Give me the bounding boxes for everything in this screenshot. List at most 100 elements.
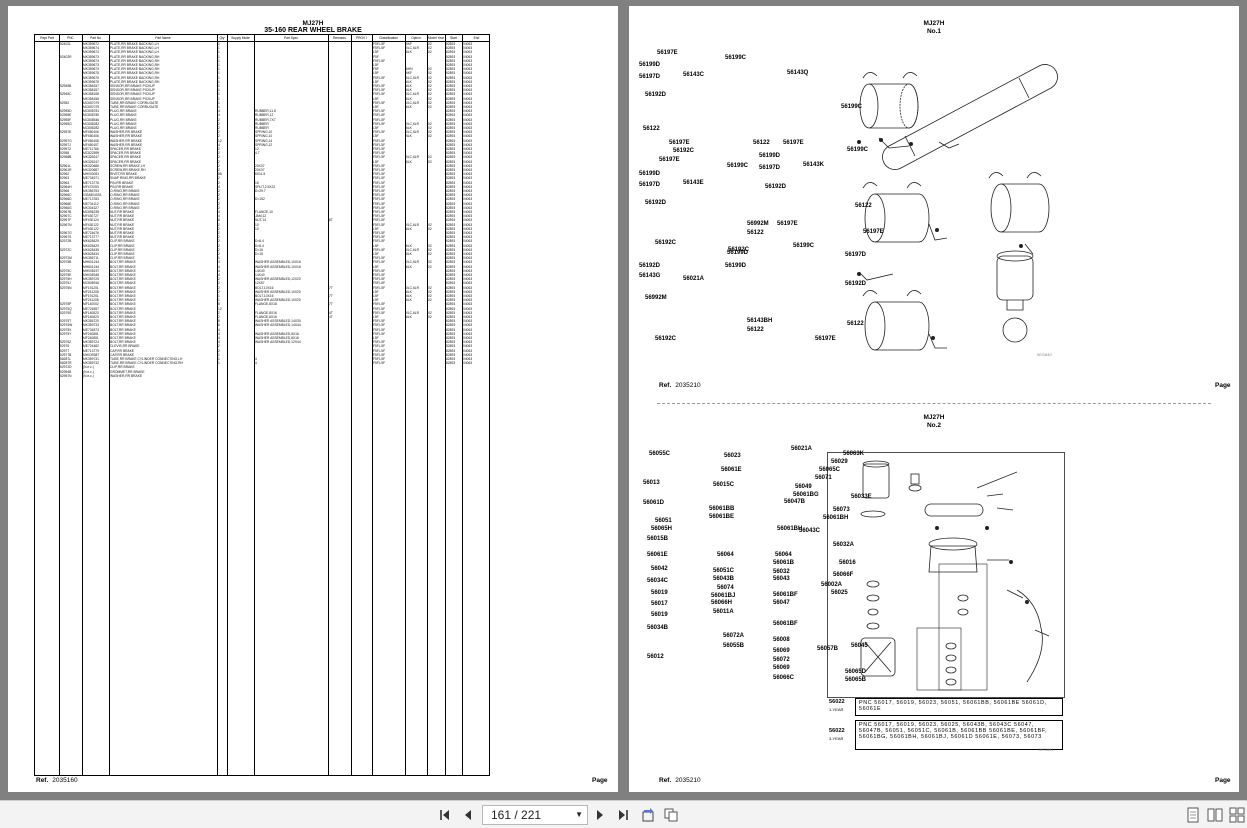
table-cell: WASHER,RR BRAKE: [110, 138, 143, 143]
table-cell: F5F,L5F: [373, 142, 386, 147]
table-cell: MK359675: [83, 79, 99, 84]
table-cell: NUT,RR BRAKE: [110, 226, 135, 231]
part-callout: 56199D: [725, 263, 747, 269]
column-header: Model Year: [428, 36, 444, 40]
table-cell: 04063: [463, 340, 473, 345]
table-cell: NUT,RR BRAKE: [110, 235, 135, 240]
table-cell: 04063: [463, 319, 473, 324]
table-cell: 52952: [60, 100, 70, 105]
table-cell: 4: [218, 331, 220, 336]
table-cell: 6LK: [406, 88, 412, 93]
table-cell: 82893: [446, 340, 456, 345]
part-callout: 56023: [724, 453, 741, 459]
ref-label: Ref.: [36, 777, 49, 784]
table-cell: 82893: [446, 184, 456, 189]
table-cell: CAP,RR BRAKE: [110, 348, 135, 353]
table-cell: 4: [218, 184, 220, 189]
table-cell: PLATE,RR BRAKE BACKING,LH: [110, 42, 159, 46]
table-cell: 6LK: [406, 252, 412, 256]
table-cell: 82893: [446, 268, 456, 273]
table-cell: F5F,L5F: [373, 285, 386, 290]
two-page-view-button[interactable]: [1206, 806, 1224, 824]
part-callout: 56143C: [683, 72, 705, 78]
table-cell: 82893: [446, 323, 456, 328]
table-cell: MC657079: [83, 100, 100, 105]
table-cell: NUT,RR BRAKE: [110, 231, 135, 235]
table-cell: 04063: [463, 310, 473, 315]
table-cell: 04063: [463, 159, 473, 164]
two-page-icon: [1207, 808, 1223, 822]
part-callout: 56061BG: [793, 492, 819, 498]
column-header: Start: [450, 36, 457, 40]
table-cell: MK359731: [83, 357, 99, 361]
part-callout: 56992M: [747, 221, 769, 227]
table-cell: 52977: [60, 348, 70, 353]
table-cell: 82893: [446, 75, 456, 80]
column-header: Supply Mode: [231, 36, 250, 40]
table-cell: O-RING,RR BRAKE: [110, 197, 140, 202]
table-cell: 0LC,6LR: [406, 121, 420, 126]
part-callout: 56061BF: [773, 621, 798, 627]
grid-view-button[interactable]: [1228, 806, 1246, 824]
table-cell: 04063: [463, 264, 473, 269]
table-cell: GROMMET,RR BRAKE: [110, 369, 145, 374]
table-cell: 04063: [463, 105, 473, 109]
table-cell: 02: [428, 226, 432, 231]
table-cell: 52975Q: [60, 306, 72, 311]
table-cell: 52975Z: [60, 340, 72, 345]
rotate-button[interactable]: [639, 806, 657, 824]
table-cell: WASHER ASSEMBLED,8X16: [255, 331, 299, 336]
table-cell: 82893: [446, 121, 456, 126]
part-callout: 56071: [815, 475, 832, 481]
table-cell: 52972C: [60, 247, 72, 252]
table-cell: 04063: [463, 168, 473, 172]
thumbnails-button[interactable]: [662, 806, 680, 824]
table-cell: MK359672: [83, 42, 99, 46]
last-page-button[interactable]: [614, 806, 632, 824]
table-cell: 04063: [463, 134, 473, 139]
table-cell: FLANGE,8X16: [255, 315, 277, 319]
column-header: End: [473, 36, 480, 40]
table-cell: 1: [218, 63, 220, 67]
table-cell: 82893: [446, 105, 456, 109]
table-cell: 82893: [446, 352, 456, 357]
table-cell: WASHER ASSEMBLED,8X16: [255, 336, 299, 340]
table-cell: MK359675: [83, 71, 99, 76]
table-cell: 04063: [463, 323, 473, 328]
table-cell: F5F,L5F: [373, 214, 386, 219]
table-cell: ME713777: [83, 235, 99, 240]
table-cell: 52975X: [60, 327, 72, 332]
table-cell: 82893: [446, 163, 456, 168]
table-cell: 04063: [463, 281, 473, 286]
table-cell: 02: [428, 75, 432, 80]
table-cell: L5F: [373, 336, 379, 340]
table-cell: 82893: [446, 126, 456, 130]
table-cell: 4: [218, 273, 220, 277]
table-cell: MH003051: [83, 172, 100, 177]
table-cell: 2: [218, 289, 220, 294]
part-callout: 56192C: [728, 247, 750, 253]
table-cell: MC808282: [83, 126, 100, 130]
prev-page-button[interactable]: [459, 806, 477, 824]
page-number-select[interactable]: 161 / 221 ▼: [482, 805, 588, 825]
table-cell: 52972D: [60, 365, 72, 370]
part-callout: 56017: [651, 601, 668, 607]
table-cell: 04063: [463, 302, 473, 307]
table-cell: 82893: [446, 172, 456, 177]
first-page-button[interactable]: [436, 806, 454, 824]
next-page-button[interactable]: [591, 806, 609, 824]
single-page-view-button[interactable]: [1184, 806, 1202, 824]
table-cell: 02: [428, 79, 432, 84]
table-cell: MF430122: [83, 226, 99, 231]
